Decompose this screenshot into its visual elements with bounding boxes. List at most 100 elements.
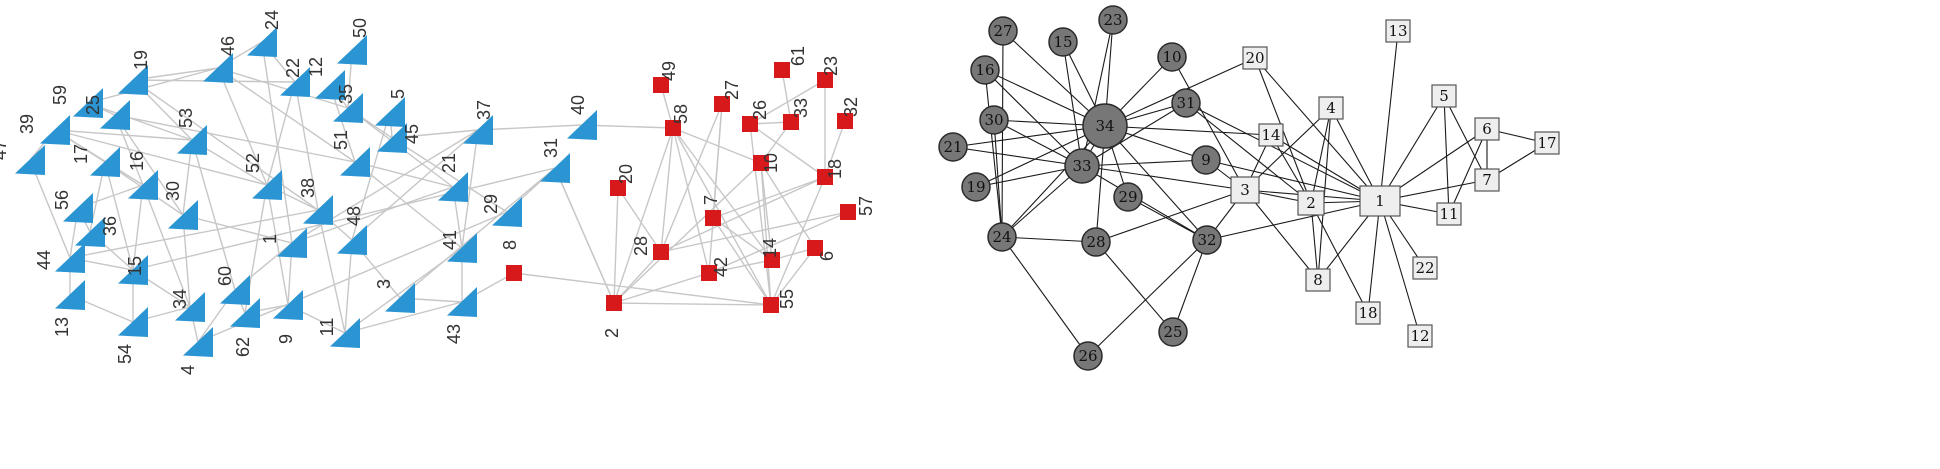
left-edge [613, 127, 674, 304]
triangle-node-label: 46 [218, 36, 238, 56]
circle-node [1171, 88, 1201, 118]
right-edge [1379, 95, 1445, 202]
right-edge [1310, 202, 1319, 281]
circle-node-label: 31 [1176, 94, 1195, 112]
square-node [506, 265, 522, 281]
triangle-node [203, 53, 233, 83]
left-edge [87, 67, 219, 104]
square-node [817, 72, 833, 88]
triangle-node [177, 125, 207, 155]
left-edge [261, 41, 293, 244]
square-node [1305, 268, 1331, 292]
left-edge [672, 127, 773, 261]
circle-node [988, 16, 1018, 46]
right-edge [1001, 236, 1097, 243]
right-edge [1002, 30, 1106, 127]
triangle-node-label: 3 [374, 279, 394, 289]
square-node [840, 204, 856, 220]
right-edge [1001, 30, 1004, 238]
circle-node [1157, 42, 1187, 72]
left-edge [660, 176, 826, 253]
triangle-node [118, 307, 148, 337]
circle-node-label: 10 [1162, 48, 1181, 66]
square-node-label: 26 [750, 100, 770, 120]
left-edge [351, 129, 479, 241]
triangle-node-label: 37 [474, 100, 494, 120]
triangle-node [340, 147, 370, 177]
circle-node [1073, 341, 1103, 371]
right-edge [1379, 200, 1421, 337]
triangle-node [337, 35, 367, 65]
square-node-label: 42 [711, 257, 731, 277]
left-edge [613, 187, 619, 304]
left-edge [672, 127, 762, 164]
left-edge [217, 67, 349, 109]
triangle-node-label: 34 [170, 289, 190, 309]
right-edge [1081, 165, 1208, 241]
square-node-label: 14 [1261, 126, 1280, 144]
left-edge [87, 102, 193, 141]
triangle-node [330, 318, 360, 348]
square-node-label: 4 [1326, 99, 1336, 117]
circle-node [1064, 148, 1100, 184]
triangle-node-label: 52 [243, 153, 263, 173]
right-edge [1081, 159, 1207, 167]
triangle-node [220, 275, 250, 305]
square-node-label: 22 [1415, 259, 1434, 277]
triangle-node-label: 16 [127, 151, 147, 171]
triangle-node [118, 255, 148, 285]
right-edge [1244, 107, 1332, 191]
left-edge [182, 214, 293, 244]
square-node [1242, 46, 1268, 70]
left-edge [132, 184, 144, 271]
triangle-node-label: 15 [125, 256, 145, 276]
triangle-node-label: 59 [50, 85, 70, 105]
triangle-node-label: 41 [440, 230, 460, 250]
right-edge [1001, 165, 1083, 238]
triangle-node [90, 147, 120, 177]
triangle-node [73, 88, 103, 118]
right-edge [1254, 57, 1381, 202]
left-edge [613, 162, 762, 304]
square-node-label: 18 [825, 159, 845, 179]
right-edge [1001, 125, 1106, 238]
square-node-label: 13 [1388, 22, 1407, 40]
left-edge [672, 127, 710, 274]
left-edge [708, 103, 723, 274]
square-node [753, 155, 769, 171]
circle-node-label: 15 [1053, 33, 1072, 51]
circle-node [1048, 27, 1078, 57]
square-node-label: 55 [777, 289, 797, 309]
square-node-label: 8 [500, 240, 520, 250]
triangle-node-label: 47 [0, 140, 10, 160]
circle-node [1098, 5, 1128, 35]
triangle-node-label: 30 [163, 181, 183, 201]
triangle-node [303, 195, 333, 225]
circle-node-label: 32 [1197, 231, 1216, 249]
left-edge [708, 259, 773, 274]
circle-node [970, 55, 1000, 85]
left-edge [760, 162, 816, 249]
triangle-node [280, 67, 310, 97]
square-node-label: 20 [616, 164, 636, 184]
square-node-label: 33 [791, 98, 811, 118]
triangle-node [377, 123, 407, 153]
left-edge [132, 79, 319, 211]
triangle-node [15, 145, 45, 175]
square-node [1407, 324, 1433, 348]
triangle-node [540, 153, 570, 183]
right-edge [1443, 95, 1450, 215]
right-edge [1367, 200, 1381, 314]
triangle-node [63, 193, 93, 223]
left-edge [613, 302, 772, 306]
right-edge [1104, 125, 1208, 241]
left-edge [294, 81, 319, 211]
square-node [665, 120, 681, 136]
right-edge [1205, 159, 1381, 202]
right-edge [1081, 102, 1187, 167]
circle-node [1158, 317, 1188, 347]
